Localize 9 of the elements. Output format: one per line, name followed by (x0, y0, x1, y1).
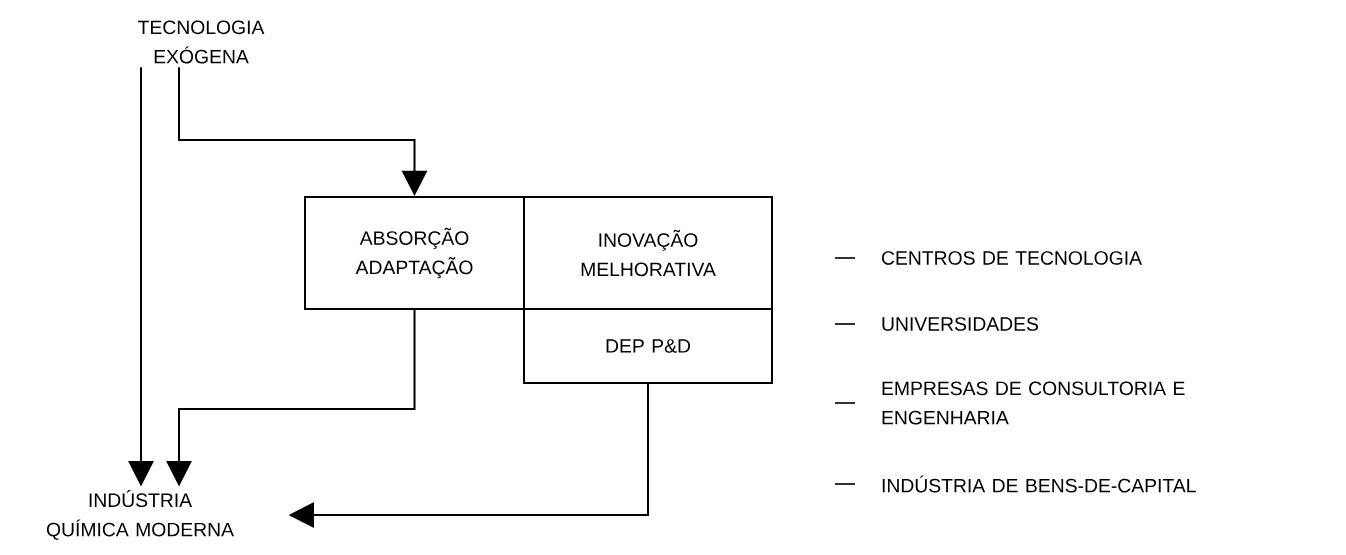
list-item: INDÚSTRIA DE BENS-DE-CAPITAL (882, 475, 1196, 493)
list-item: UNIVERSIDADES (882, 317, 1039, 331)
process-box: DEP P&D (523, 308, 773, 384)
node-label: TECNOLOGIA EXÓGENA (138, 20, 265, 64)
list-item: CENTROS DE TECNOLOGIA (882, 251, 1142, 265)
process-box: INOVAÇÃO MELHORATIVA (523, 196, 773, 310)
list-item: EMPRESAS DE CONSULTORIA E ENGENHARIA (882, 381, 1185, 425)
node-label: INDÚSTRIA QUÍMICA MODERNA (46, 490, 234, 540)
process-box: ABSORÇÃO ADAPTAÇÃO (304, 196, 525, 310)
